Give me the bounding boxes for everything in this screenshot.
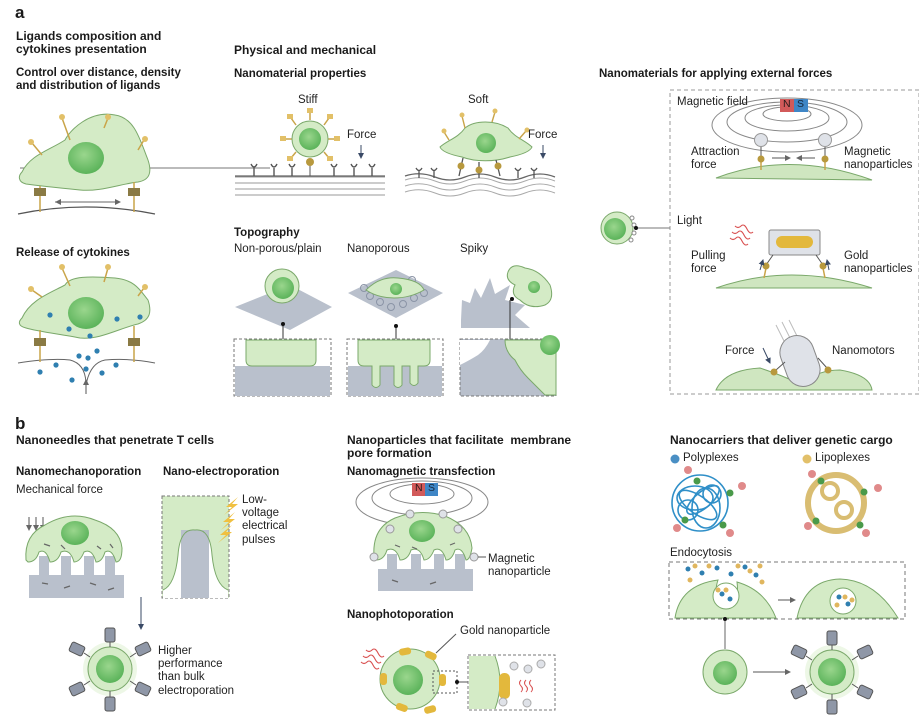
gold-nanoparticle-label: Gold nanoparticle bbox=[460, 625, 551, 637]
nanomotors-illustration bbox=[715, 319, 873, 391]
magnetic-nanoparticles-label: Magnetic nanoparticles bbox=[844, 146, 913, 171]
soft-label: Soft bbox=[468, 94, 489, 106]
light-gold-nanoparticles-illustration bbox=[715, 224, 873, 289]
nanomechanoporation-title: Nanomechanoporation bbox=[16, 466, 142, 478]
stiff-label: Stiff bbox=[298, 94, 318, 106]
nanoparticles-title: Nanoparticles that facilitate membrane p… bbox=[347, 433, 572, 461]
magnet-b-n-label: N bbox=[415, 482, 423, 494]
t-cell-with-particles bbox=[600, 211, 670, 245]
nanocarriers-title: Nanocarriers that deliver genetic cargo bbox=[670, 433, 893, 447]
physical-section-title: Physical and mechanical bbox=[234, 43, 377, 57]
engineered-t-cell-right bbox=[790, 630, 874, 715]
pulling-force-label: Pulling force bbox=[691, 250, 726, 275]
topography-spiky bbox=[459, 265, 560, 397]
nanophotoporation-title: Nanophotoporation bbox=[347, 609, 454, 621]
panel-a-label: a bbox=[15, 3, 25, 22]
attraction-force-label: Attraction force bbox=[691, 146, 740, 171]
magnet-icon-b bbox=[412, 483, 438, 496]
soft-force-label: Force bbox=[528, 129, 558, 141]
topography-plain-label: Non-porous/plain bbox=[234, 243, 322, 255]
lipoplex-illustration bbox=[804, 470, 882, 537]
panel-b-label: b bbox=[15, 414, 26, 433]
cytokine-release-cell bbox=[17, 264, 156, 394]
magnet-icon bbox=[780, 99, 808, 112]
soft-substrate-illustration bbox=[404, 108, 556, 197]
transfected-t-cell bbox=[702, 649, 791, 695]
ligands-section-title: Ligands composition and cytokines presen… bbox=[16, 29, 162, 57]
nano-electroporation-title: Nano-electroporation bbox=[163, 466, 280, 478]
topography-plain bbox=[233, 268, 332, 397]
nanomagnetic-transfection-illustration bbox=[355, 477, 489, 591]
ligand-distance-cell bbox=[17, 113, 270, 215]
nanomagnetic-transfection-title: Nanomagnetic transfection bbox=[347, 466, 496, 478]
endocytosis-label: Endocytosis bbox=[670, 547, 733, 559]
mechanical-force-label: Mechanical force bbox=[16, 484, 103, 496]
electrical-pulses-label: Low- voltage electrical pulses bbox=[242, 494, 288, 546]
nanoneedles-title: Nanoneedles that penetrate T cells bbox=[16, 433, 215, 447]
endocytosis-illustration bbox=[668, 561, 906, 649]
legend-polyplexes: Polyplexes bbox=[683, 452, 739, 464]
higher-performance-label: Higher performance than bulk electropora… bbox=[158, 645, 235, 697]
topography-title: Topography bbox=[234, 227, 300, 239]
light-label: Light bbox=[677, 215, 702, 227]
external-forces-title: Nanomaterials for applying external forc… bbox=[599, 68, 833, 80]
magnet-b-s-label: S bbox=[428, 482, 436, 494]
nanomotor-force-label: Force bbox=[725, 345, 755, 357]
nanomotors-label: Nanomotors bbox=[832, 345, 895, 357]
stiff-substrate-illustration bbox=[235, 108, 385, 196]
magnet-s-label: S bbox=[797, 98, 805, 110]
ligand-control-subtitle: Control over distance, density and distr… bbox=[16, 67, 181, 92]
topography-spiky-label: Spiky bbox=[460, 243, 489, 255]
cytokine-release-subtitle: Release of cytokines bbox=[16, 247, 130, 259]
nanomechanoporation-illustration bbox=[25, 515, 144, 630]
topography-nanoporous bbox=[346, 270, 444, 397]
polyplex-illustration bbox=[671, 466, 746, 537]
nanocarriers-legend-dots bbox=[670, 454, 812, 464]
magnet-n-label: N bbox=[783, 98, 791, 110]
stiff-force-label: Force bbox=[347, 129, 377, 141]
magnetic-nanoparticle-label: Magnetic nanoparticle bbox=[488, 553, 551, 578]
external-forces-box bbox=[669, 89, 919, 395]
magnetic-field-label: Magnetic field bbox=[677, 96, 748, 108]
nanomaterial-properties-title: Nanomaterial properties bbox=[234, 68, 367, 80]
topography-nanoporous-label: Nanoporous bbox=[347, 243, 410, 255]
magnetic-field-illustration bbox=[711, 97, 873, 181]
nano-electroporation-illustration bbox=[161, 495, 238, 599]
nanophotoporation-illustration bbox=[360, 633, 556, 714]
gold-nanoparticles-label: Gold nanoparticles bbox=[844, 250, 913, 275]
engineered-t-cell-left bbox=[68, 627, 152, 712]
legend-lipoplexes: Lipoplexes bbox=[815, 452, 870, 464]
